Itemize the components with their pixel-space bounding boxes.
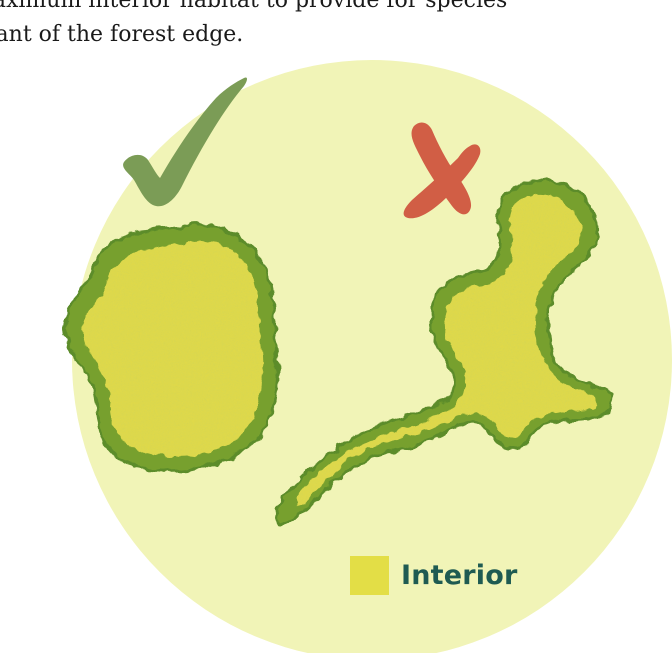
caption-line-1: maximum interior habitat to provide for … [0,0,552,18]
legend-swatch-interior [350,556,389,595]
caption: maximum interior habitat to provide for … [0,0,552,52]
caption-line-2: erant of the forest edge. [0,18,552,52]
legend-label-interior: Interior [401,560,518,591]
legend: Interior [350,556,518,595]
